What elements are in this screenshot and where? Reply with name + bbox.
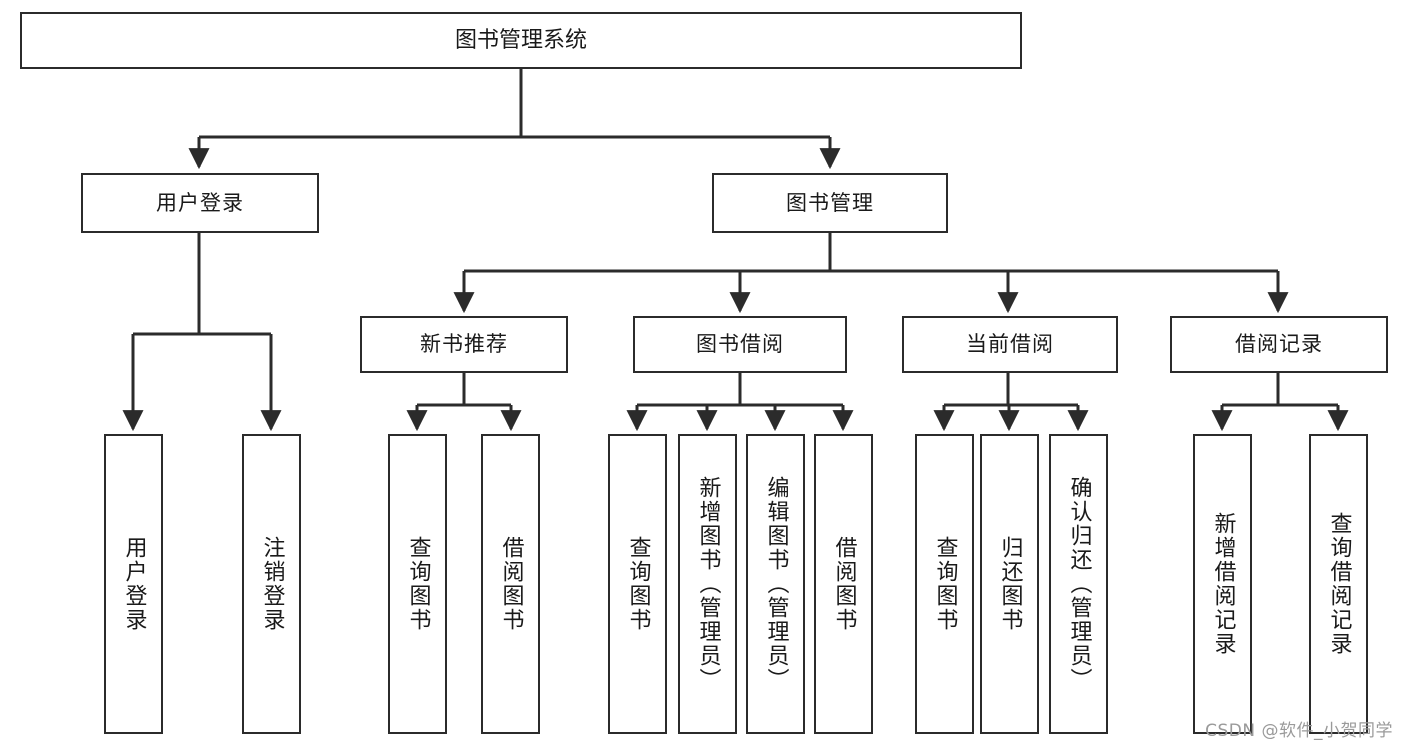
leaf-borrow-add-book[interactable]: 新增图书（管理员） [678,434,737,734]
node-book-borrow[interactable]: 图书借阅 [633,316,847,373]
leaf-records-query-record[interactable]: 查询借阅记录 [1309,434,1368,734]
leaf-borrow-query-book-label: 查询图书 [625,536,651,632]
leaf-current-query-book[interactable]: 查询图书 [915,434,974,734]
leaf-user-login-login[interactable]: 用户登录 [104,434,163,734]
node-root[interactable]: 图书管理系统 [20,12,1022,69]
leaf-current-return-book-label: 归还图书 [997,536,1023,632]
leaf-borrow-borrow-book-label: 借阅图书 [831,536,857,632]
node-book-borrow-label: 图书借阅 [696,332,784,357]
node-book-management-label: 图书管理 [786,190,874,215]
node-current-borrow[interactable]: 当前借阅 [902,316,1118,373]
node-borrow-records[interactable]: 借阅记录 [1170,316,1388,373]
leaf-user-login-logout[interactable]: 注销登录 [242,434,301,734]
leaf-borrow-add-book-label: 新增图书（管理员） [695,476,721,692]
node-book-management[interactable]: 图书管理 [712,173,948,233]
leaf-current-confirm-return-label: 确认归还（管理员） [1066,476,1092,692]
leaf-records-add-record-label: 新增借阅记录 [1210,512,1236,656]
leaf-records-add-record[interactable]: 新增借阅记录 [1193,434,1252,734]
leaf-records-query-record-label: 查询借阅记录 [1326,512,1352,656]
leaf-user-login-logout-label: 注销登录 [259,536,285,632]
leaf-borrow-borrow-book[interactable]: 借阅图书 [814,434,873,734]
node-new-book-recommend-label: 新书推荐 [420,332,508,357]
node-borrow-records-label: 借阅记录 [1235,332,1323,357]
node-new-book-recommend[interactable]: 新书推荐 [360,316,568,373]
node-user-login[interactable]: 用户登录 [81,173,319,233]
leaf-new-book-borrow-label: 借阅图书 [498,536,524,632]
leaf-borrow-query-book[interactable]: 查询图书 [608,434,667,734]
leaf-borrow-edit-book[interactable]: 编辑图书（管理员） [746,434,805,734]
node-user-login-label: 用户登录 [156,190,244,215]
leaf-borrow-edit-book-label: 编辑图书（管理员） [763,476,789,692]
leaf-new-book-query-label: 查询图书 [405,536,431,632]
leaf-current-query-book-label: 查询图书 [932,536,958,632]
leaf-new-book-query[interactable]: 查询图书 [388,434,447,734]
node-root-label: 图书管理系统 [454,27,587,53]
leaf-user-login-login-label: 用户登录 [121,536,147,632]
leaf-new-book-borrow[interactable]: 借阅图书 [481,434,540,734]
csdn-watermark: CSDN @软件_小贺同学 [1205,721,1393,741]
node-current-borrow-label: 当前借阅 [966,332,1054,357]
leaf-current-return-book[interactable]: 归还图书 [980,434,1039,734]
leaf-current-confirm-return[interactable]: 确认归还（管理员） [1049,434,1108,734]
